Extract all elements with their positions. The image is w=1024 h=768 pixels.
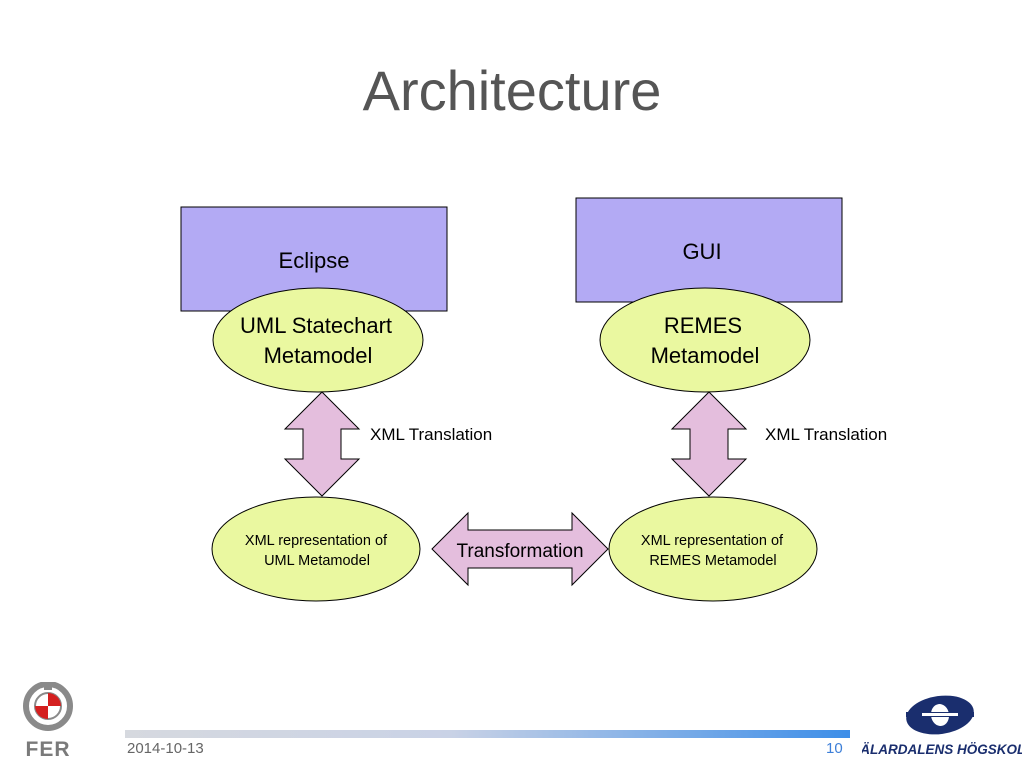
fer-logo-text: FER [26,738,71,758]
remes-metamodel-label-line1: REMES [664,313,742,338]
uml-metamodel-ellipse [212,287,424,393]
xml-uml-label-line1: XML representation of [245,533,388,549]
remes-metamodel-ellipse [599,287,811,393]
xml-remes-label-line2: REMES Metamodel [649,553,776,569]
eclipse-label: Eclipse [279,248,350,273]
fer-emblem-icon [23,682,73,731]
footer-bar [125,730,850,738]
footer-date: 2014-10-13 [127,740,204,757]
transformation-label: Transformation [456,541,583,562]
gui-box [575,197,843,303]
right-xml-translation-label: XML Translation [765,425,887,444]
right-xml-translation-arrow [670,391,748,497]
xml-remes-ellipse [608,496,818,602]
page-number: 10 [826,740,843,757]
slide-title: Architecture [362,59,662,122]
uml-metamodel-label-line1: UML Statechart [240,313,392,338]
transformation-arrow [431,511,609,587]
xml-uml-label-line2: UML Metamodel [264,553,370,569]
mdh-emblem-icon [906,695,974,735]
xml-remes-label-line1: XML representation of [641,533,784,549]
mdh-logo: MÄLARDALENS HÖGSKOLA [862,695,1022,757]
xml-uml-ellipse [211,496,421,602]
mdh-logo-text: MÄLARDALENS HÖGSKOLA [862,742,1022,757]
fer-logo: FER [23,682,73,758]
gui-label: GUI [682,239,721,264]
left-xml-translation-arrow [283,391,361,497]
left-xml-translation-label: XML Translation [370,425,492,444]
remes-metamodel-label-line2: Metamodel [651,343,760,368]
uml-metamodel-label-line2: Metamodel [264,343,373,368]
